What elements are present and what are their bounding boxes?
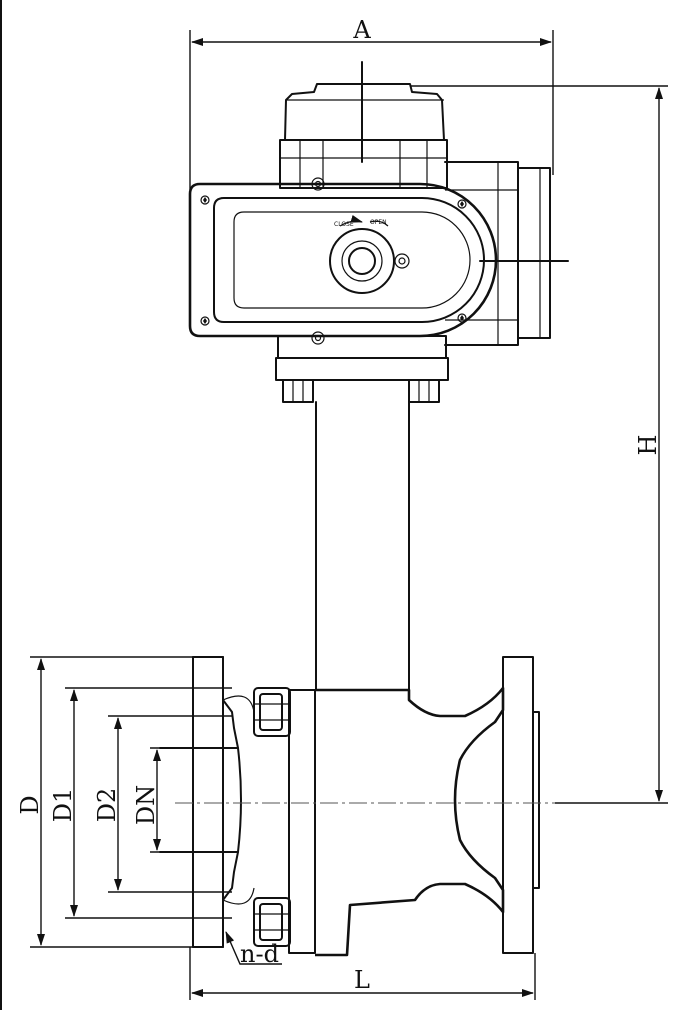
cover-screws <box>200 177 467 345</box>
dimension-D1: D1 <box>49 687 232 919</box>
dim-label-H: H <box>634 435 662 456</box>
left-flange <box>192 656 224 948</box>
left-end-section-lower <box>192 851 239 948</box>
dimension-DN: DN <box>132 747 175 853</box>
right-flange <box>502 656 534 954</box>
dimension-D: D <box>16 656 193 948</box>
dimension-H: H <box>410 85 668 804</box>
flange-bolt-lower <box>253 897 291 947</box>
open-mark: OPEN <box>370 219 387 226</box>
actuator-upper-housing <box>279 139 448 189</box>
body-outline <box>315 686 505 957</box>
valve-body <box>159 656 540 957</box>
actuator: CLOSE OPEN <box>188 83 551 403</box>
actuator-front-cover <box>188 182 498 338</box>
left-end-section-upper <box>192 656 239 749</box>
dimension-L: L <box>189 947 536 1000</box>
flange-bolt-upper <box>253 687 291 737</box>
dim-label-D1: D1 <box>49 788 77 823</box>
position-indicator: CLOSE OPEN <box>329 215 410 294</box>
actuator-cover-panel <box>213 197 485 323</box>
base-bolts <box>282 379 440 403</box>
dim-label-D2: D2 <box>93 788 121 823</box>
dim-label-n-d: n-d <box>240 940 279 968</box>
close-mark: CLOSE <box>334 221 354 228</box>
dim-label-A: A <box>352 16 371 44</box>
extension-stem <box>315 401 410 691</box>
dim-label-DN: DN <box>132 785 160 825</box>
actuator-top-cap <box>284 83 445 141</box>
actuator-base <box>277 335 447 359</box>
dimension-A: A <box>189 16 554 190</box>
dim-label-L: L <box>354 966 370 994</box>
dimension-D2: D2 <box>93 715 232 893</box>
dim-label-D: D <box>16 795 44 814</box>
callout-n-d: n-d <box>225 931 282 968</box>
